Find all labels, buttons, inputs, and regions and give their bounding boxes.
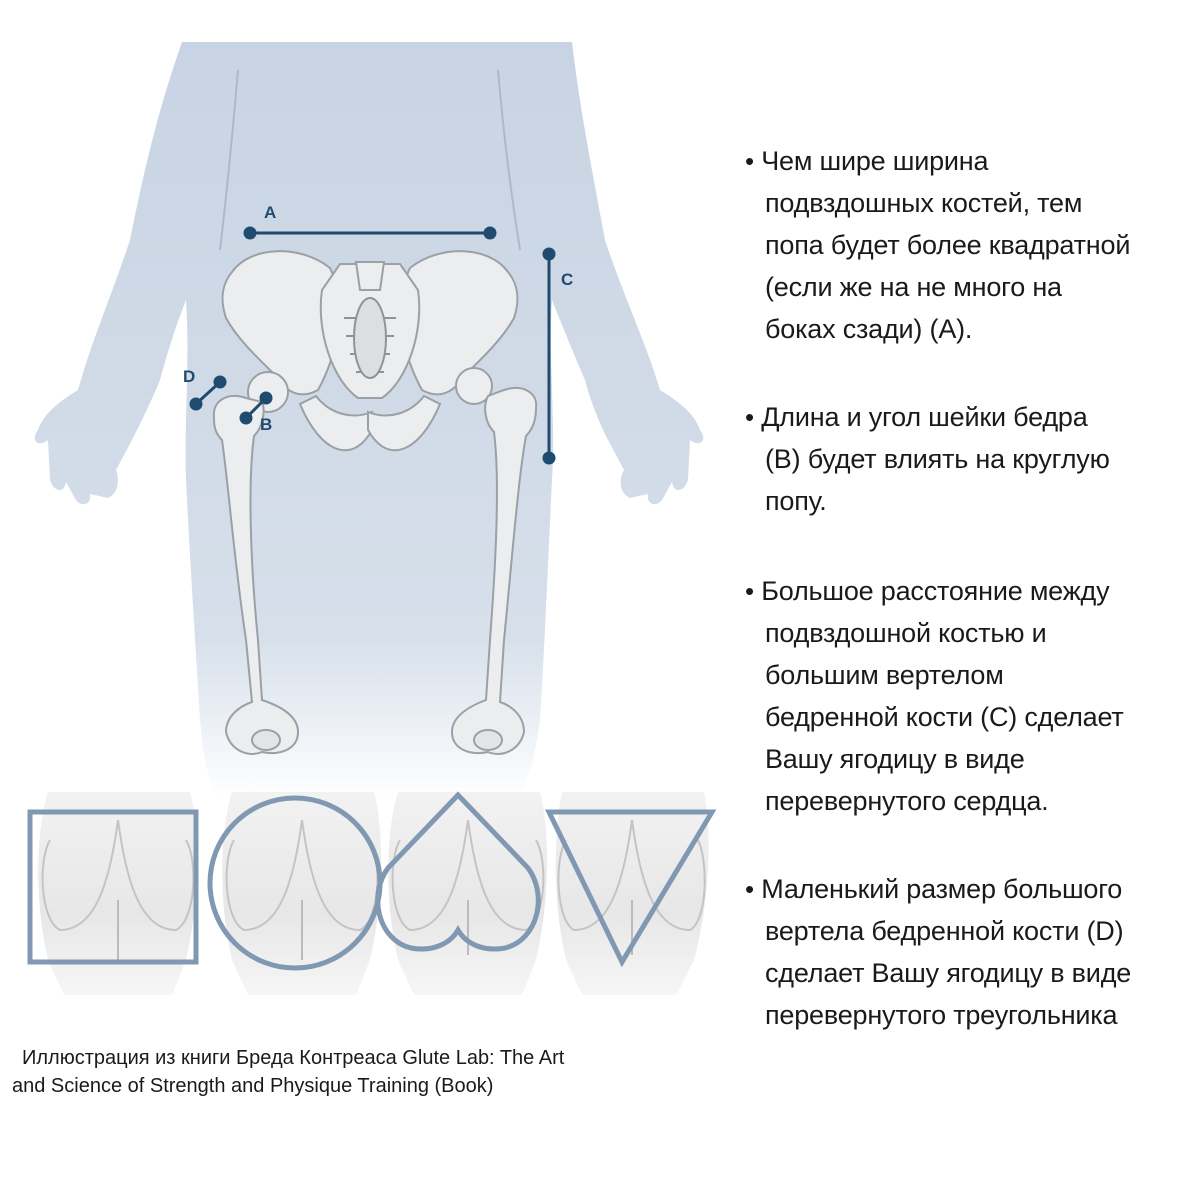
bullet-line: попа будет более квадратной xyxy=(765,230,1131,260)
bullet-iliac-width: • Чем шире ширина подвздошных костей, те… xyxy=(745,140,1185,350)
bullet-line: перевернутого треугольника xyxy=(765,1000,1118,1030)
bullet-line: боках сзади) (А). xyxy=(765,314,973,344)
bullet-line: (если же на не много на xyxy=(765,272,1062,302)
marker-a xyxy=(243,226,497,240)
source-caption: Иллюстрация из книги Бреда Контреаса Glu… xyxy=(12,1044,732,1100)
bullet-trochanter-size: • Маленький размер большого вертела бедр… xyxy=(745,868,1185,1036)
marker-b xyxy=(239,391,273,425)
bullet-line: Маленький размер большого xyxy=(761,874,1123,904)
buttocks-round xyxy=(207,792,383,995)
bullet-line: подвздошной костью и xyxy=(765,618,1047,648)
bullet-line: (В) будет влиять на круглую xyxy=(765,444,1110,474)
caption-line-1: Иллюстрация из книги Бреда Контреаса Glu… xyxy=(22,1047,565,1069)
bullet-line: Чем шире ширина xyxy=(761,146,989,176)
bullet-line: сделает Вашу ягодицу в виде xyxy=(765,958,1132,988)
bullet-dot: • xyxy=(745,402,754,432)
bullet-line: большим вертелом xyxy=(765,660,1004,690)
bullet-line: Большое расстояние между xyxy=(761,576,1110,606)
sacrum-detail xyxy=(344,297,396,379)
bullet-dot: • xyxy=(745,576,754,606)
marker-c xyxy=(542,247,556,465)
bullet-line: попу. xyxy=(765,486,827,516)
right-femur xyxy=(450,367,538,755)
bullet-line: бедренной кости (С) сделает xyxy=(765,702,1124,732)
label-d: D xyxy=(183,367,195,386)
label-a: A xyxy=(264,203,276,222)
bullet-trochanter-distance: • Большое расстояние между подвздошной к… xyxy=(745,570,1185,822)
label-c: C xyxy=(561,270,573,289)
bullet-line: подвздошных костей, тем xyxy=(765,188,1083,218)
caption-line-2: and Science of Strength and Physique Tra… xyxy=(12,1075,494,1097)
bullet-line: Длина и угол шейки бедра xyxy=(761,402,1088,432)
bullet-line: вертела бедренной кости (D) xyxy=(765,916,1124,946)
bullet-line: Вашу ягодицу в виде xyxy=(765,744,1025,774)
buttocks-square xyxy=(27,792,199,995)
marker-d xyxy=(189,375,227,411)
bullet-dot: • xyxy=(745,146,754,176)
buttocks-heart xyxy=(375,791,548,995)
bullet-line: перевернутого сердца. xyxy=(765,786,1049,816)
label-b: B xyxy=(260,415,272,434)
bullet-dot: • xyxy=(745,874,754,904)
buttocks-triangle xyxy=(545,792,717,995)
bullet-femoral-neck: • Длина и угол шейки бедра (В) будет вли… xyxy=(745,396,1185,522)
